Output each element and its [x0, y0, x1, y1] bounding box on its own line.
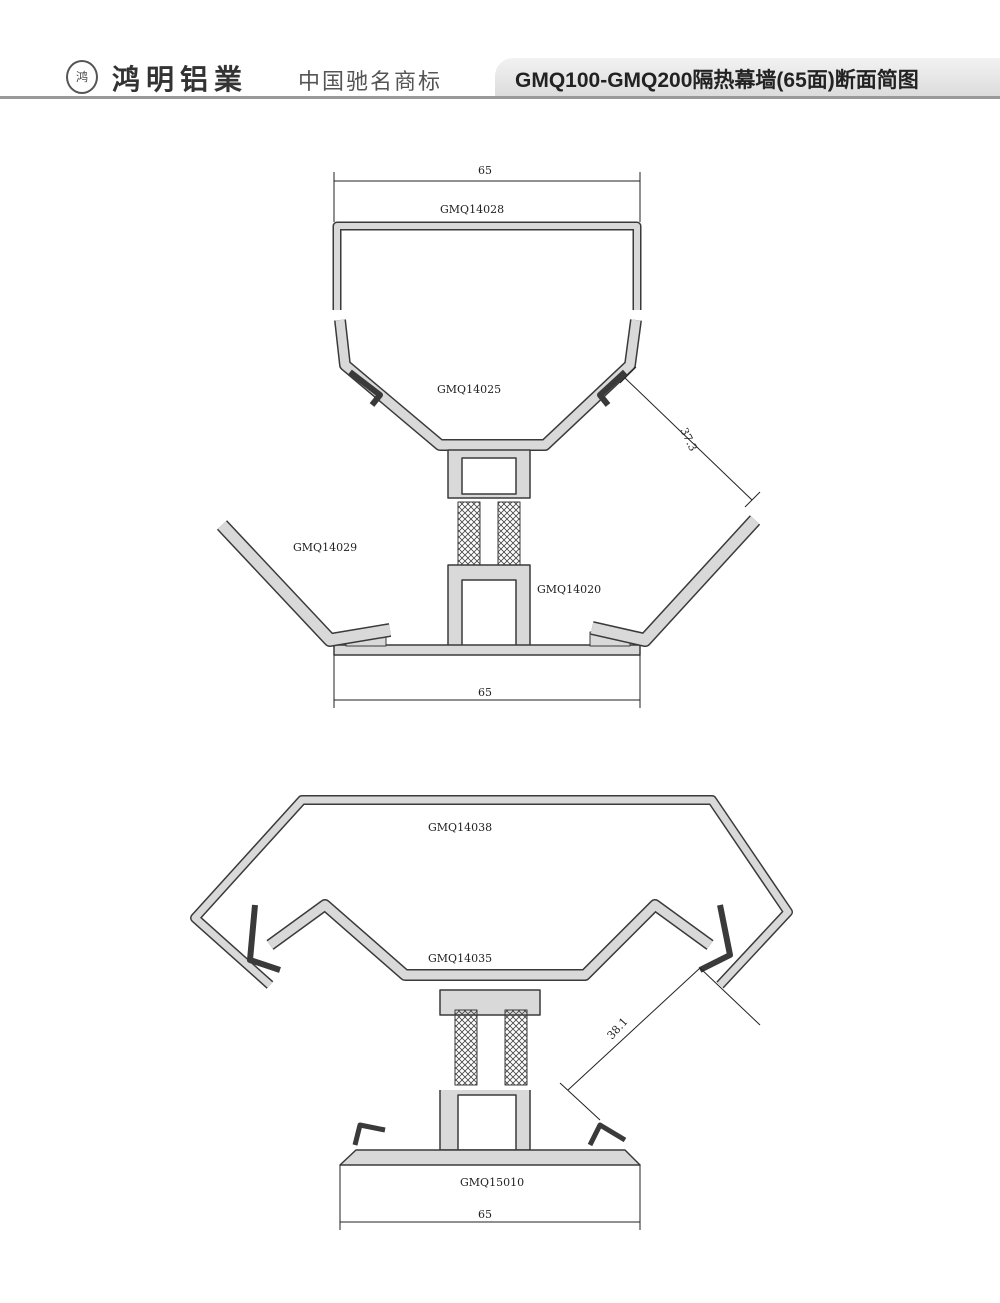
label-gmq14025: GMQ14025: [437, 383, 501, 396]
label-gmq14035: GMQ14035: [428, 952, 492, 965]
dimension-diagonal: [619, 366, 761, 508]
dimension-bottom-2: [339, 1165, 641, 1230]
brand-logo: 鸿: [66, 60, 98, 94]
dim-bottom-label: 65: [478, 686, 492, 699]
dim-diag-label-2: 38.1: [605, 1015, 631, 1042]
label-gmq14038: GMQ14038: [428, 821, 492, 834]
profile-gmq15010: [339, 1149, 641, 1166]
brand-name: 鸿明铝業: [112, 63, 249, 96]
page-header: 鸿 鸿明铝業 中国驰名商标 GMQ100-GMQ200隔热幕墙(65面)断面简图: [0, 0, 1000, 100]
thermal-break-core: [439, 989, 541, 1151]
label-gmq14028: GMQ14028: [440, 203, 504, 216]
dim-diag-label: 37.3: [677, 426, 699, 454]
header-rule: [0, 96, 1000, 99]
mullion-core: [447, 449, 531, 651]
page-title: GMQ100-GMQ200隔热幕墙(65面)断面简图: [515, 69, 919, 92]
label-gmq14020: GMQ14020: [537, 583, 601, 596]
dimension-top: [333, 172, 641, 222]
drawing-2: [190, 795, 793, 1230]
dimension-diagonal-2: [559, 967, 761, 1121]
label-gmq15010: GMQ15010: [460, 1176, 524, 1189]
slogan: 中国驰名商标: [298, 69, 443, 94]
profile-gmq14028: [332, 221, 642, 310]
dimension-bottom: [333, 655, 641, 708]
dim-top-label: 65: [478, 164, 492, 177]
title-tab: [495, 58, 1000, 96]
drawing-1: [216, 172, 761, 708]
label-gmq14029: GMQ14029: [293, 541, 357, 554]
profile-right-wing: [590, 515, 761, 647]
dim-bottom-label-2: 65: [478, 1208, 492, 1221]
